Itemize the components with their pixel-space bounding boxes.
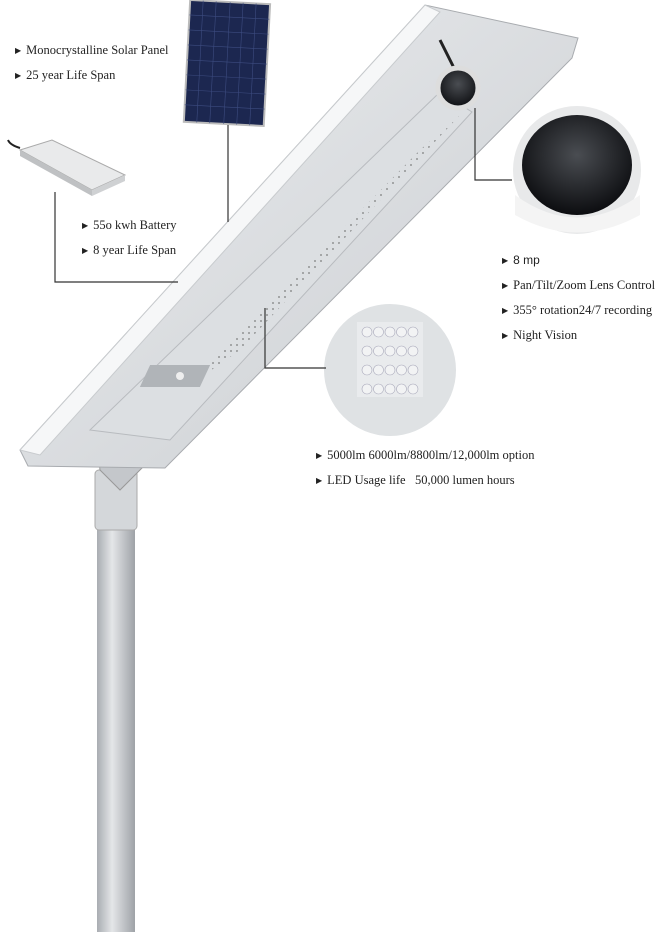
bullet-icon: ▶ <box>502 281 509 290</box>
bullet-icon: ▶ <box>502 331 509 340</box>
feature-text: 5000lm 6000lm/8800lm/12,000lm option <box>327 448 535 462</box>
led-chip <box>384 364 396 376</box>
led-face <box>88 91 473 441</box>
camera-dome-small <box>435 65 481 111</box>
camera-detail-image <box>513 106 641 234</box>
led-chip <box>384 383 396 395</box>
leader-lines <box>54 108 512 369</box>
camera-feature-4: ▶ Night Vision <box>502 328 577 343</box>
led-dots <box>190 115 460 385</box>
solar-panel-image <box>182 0 272 128</box>
led-chip <box>407 383 419 395</box>
bullet-icon: ▶ <box>316 451 323 460</box>
feature-text: Pan/Tilt/Zoom Lens Control <box>513 278 656 292</box>
led-chip <box>373 326 384 338</box>
led-chip <box>384 345 396 357</box>
feature-text: 8 year Life Span <box>93 243 177 257</box>
led-feature-1: ▶ 5000lm 6000lm/8800lm/12,000lm option <box>316 448 534 463</box>
led-chip <box>396 326 407 338</box>
led-chip <box>384 326 396 338</box>
led-chip <box>373 345 384 357</box>
feature-text: 355° rotation24/7 recording <box>513 303 653 317</box>
camera-feature-1: ▶ 8 mp <box>502 253 540 268</box>
led-feature-2: ▶ LED Usage life 50,000 lumen hours <box>316 473 515 488</box>
feature-text: 25 year Life Span <box>26 68 116 82</box>
sensor-icon <box>176 372 184 380</box>
battery-feature-2: ▶ 8 year Life Span <box>82 243 176 258</box>
camera-feature-2: ▶ Pan/Tilt/Zoom Lens Control <box>502 278 655 293</box>
solar-feature-1: ▶ Monocrystalline Solar Panel <box>15 43 169 58</box>
led-chip <box>407 326 419 338</box>
led-chip <box>373 364 384 376</box>
feature-text: Night Vision <box>513 328 578 342</box>
led-chip <box>396 364 407 376</box>
battery-feature-1: ▶ 55o kwh Battery <box>82 218 176 233</box>
housing-side <box>19 4 441 456</box>
camera-feature-3: ▶ 355° rotation24/7 recording <box>502 303 652 318</box>
pole <box>97 480 135 932</box>
led-chip <box>396 383 407 395</box>
feature-text: 8 mp <box>513 253 540 267</box>
battery-image <box>7 139 127 196</box>
bullet-icon: ▶ <box>15 46 22 55</box>
led-detail-image <box>324 304 456 436</box>
bullet-icon: ▶ <box>502 256 509 265</box>
led-chip <box>361 345 373 357</box>
sensor-box <box>139 365 211 387</box>
led-chip <box>396 345 407 357</box>
led-chip <box>361 364 373 376</box>
bullet-icon: ▶ <box>502 306 509 315</box>
feature-text: Monocrystalline Solar Panel <box>26 43 169 57</box>
led-chip <box>407 345 419 357</box>
led-chip <box>407 364 419 376</box>
led-chip <box>361 326 373 338</box>
feature-text: 55o kwh Battery <box>93 218 177 232</box>
bullet-icon: ▶ <box>15 71 22 80</box>
solar-feature-2: ▶ 25 year Life Span <box>15 68 115 83</box>
bullet-icon: ▶ <box>316 476 323 485</box>
bullet-icon: ▶ <box>82 221 89 230</box>
bullet-icon: ▶ <box>82 246 89 255</box>
led-chip <box>361 383 373 395</box>
led-chip <box>373 383 384 395</box>
feature-text: LED Usage life 50,000 lumen hours <box>327 473 515 487</box>
